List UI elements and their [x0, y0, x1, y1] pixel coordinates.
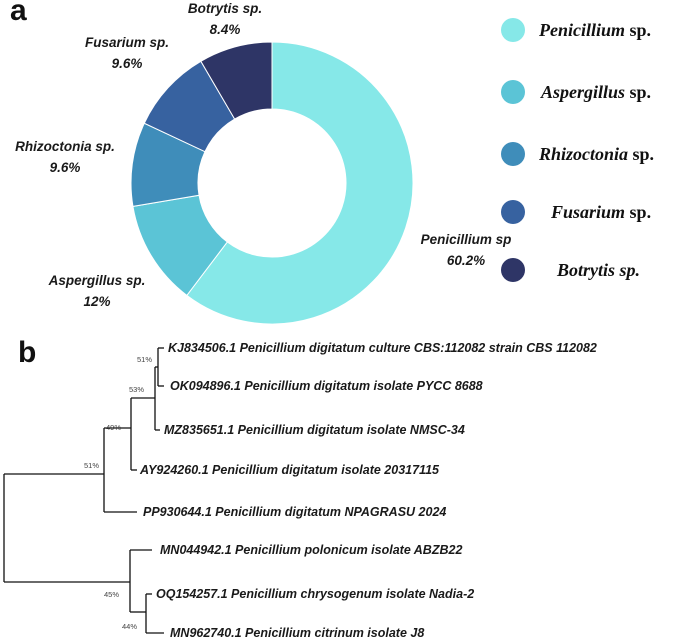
slice-pct-penicillium: 60.2%	[447, 253, 485, 268]
legend-genus-aspergillus: Aspergillus	[540, 82, 625, 102]
legend-swatch-rhizoctonia	[501, 142, 525, 166]
legend-label-botrytis: Botrytis sp.	[556, 260, 640, 280]
slice-label-penicillium: Penicillium sp	[421, 232, 512, 247]
legend-label-penicillium: Penicillium sp.	[538, 20, 651, 40]
donut-slice-penicillium	[186, 41, 414, 325]
legend-item-botrytis: Botrytis sp.	[501, 258, 640, 282]
bootstrap-value: 45%	[104, 590, 119, 599]
bootstrap-value: 51%	[84, 461, 99, 470]
tree-leaf-mn044942: MN044942.1 Penicillium polonicum isolate…	[160, 543, 462, 557]
slice-label-rhizoctonia: Rhizoctonia sp.	[15, 139, 115, 154]
legend-item-aspergillus: Aspergillus sp.	[501, 80, 651, 104]
slice-labels: Botrytis sp. 8.4% Fusarium sp. 9.6% Rhiz…	[15, 1, 511, 309]
tree-leaf-mz835651: MZ835651.1 Penicillium digitatum isolate…	[164, 423, 465, 437]
slice-pct-aspergillus: 12%	[83, 294, 110, 309]
legend-swatch-botrytis	[501, 258, 525, 282]
legend-suffix-aspergillus: sp.	[625, 82, 651, 102]
tree-leaf-labels: KJ834506.1 Penicillium digitatum culture…	[139, 341, 597, 640]
legend-suffix-fusarium: sp.	[625, 202, 651, 222]
bootstrap-value: 53%	[129, 385, 144, 394]
legend-genus-penicillium: Penicillium	[538, 20, 625, 40]
legend-label-fusarium: Fusarium sp.	[550, 202, 651, 222]
tree-leaf-ok094896: OK094896.1 Penicillium digitatum isolate…	[170, 379, 483, 393]
slice-label-botrytis: Botrytis sp.	[188, 1, 262, 16]
legend-item-penicillium: Penicillium sp.	[501, 18, 651, 42]
legend-swatch-aspergillus	[501, 80, 525, 104]
legend-swatch-penicillium	[501, 18, 525, 42]
legend-suffix-penicillium: sp.	[625, 20, 651, 40]
phylogenetic-tree	[3, 347, 164, 634]
tree-leaf-ay924260: AY924260.1 Penicillium digitatum isolate…	[139, 463, 440, 477]
slice-pct-botrytis: 8.4%	[210, 22, 241, 37]
legend-genus-fusarium: Fusarium	[550, 202, 625, 222]
slice-label-aspergillus: Aspergillus sp.	[48, 273, 146, 288]
legend-label-aspergillus: Aspergillus sp.	[540, 82, 651, 102]
panel-label-a: a	[10, 0, 27, 27]
panel-label-b: b	[18, 336, 37, 369]
slice-pct-rhizoctonia: 9.6%	[50, 160, 81, 175]
tree-leaf-oq154257: OQ154257.1 Penicillium chrysogenum isola…	[156, 587, 474, 601]
legend: Penicillium sp. Aspergillus sp. Rhizocto…	[501, 18, 654, 282]
bootstrap-value: 51%	[137, 355, 152, 364]
bootstrap-value: 44%	[122, 622, 137, 631]
legend-item-rhizoctonia: Rhizoctonia sp.	[501, 142, 654, 166]
legend-genus-rhizoctonia: Rhizoctonia	[538, 144, 628, 164]
tree-leaf-pp930644: PP930644.1 Penicillium digitatum NPAGRAS…	[143, 505, 446, 519]
tree-leaf-mn962740: MN962740.1 Penicillium citrinum isolate …	[170, 626, 424, 640]
slice-pct-fusarium: 9.6%	[112, 56, 143, 71]
slice-label-fusarium: Fusarium sp.	[85, 35, 169, 50]
bootstrap-values: 51% 53% 49% 51% 45% 44%	[84, 355, 152, 631]
donut-slice-botrytis	[200, 41, 273, 120]
tree-leaf-kj834506: KJ834506.1 Penicillium digitatum culture…	[168, 341, 597, 355]
legend-label-rhizoctonia: Rhizoctonia sp.	[538, 144, 654, 164]
legend-item-fusarium: Fusarium sp.	[501, 200, 651, 224]
donut-chart	[130, 41, 414, 325]
legend-swatch-fusarium	[501, 200, 525, 224]
legend-suffix-rhizoctonia: sp.	[628, 144, 654, 164]
bootstrap-value: 49%	[106, 423, 121, 432]
